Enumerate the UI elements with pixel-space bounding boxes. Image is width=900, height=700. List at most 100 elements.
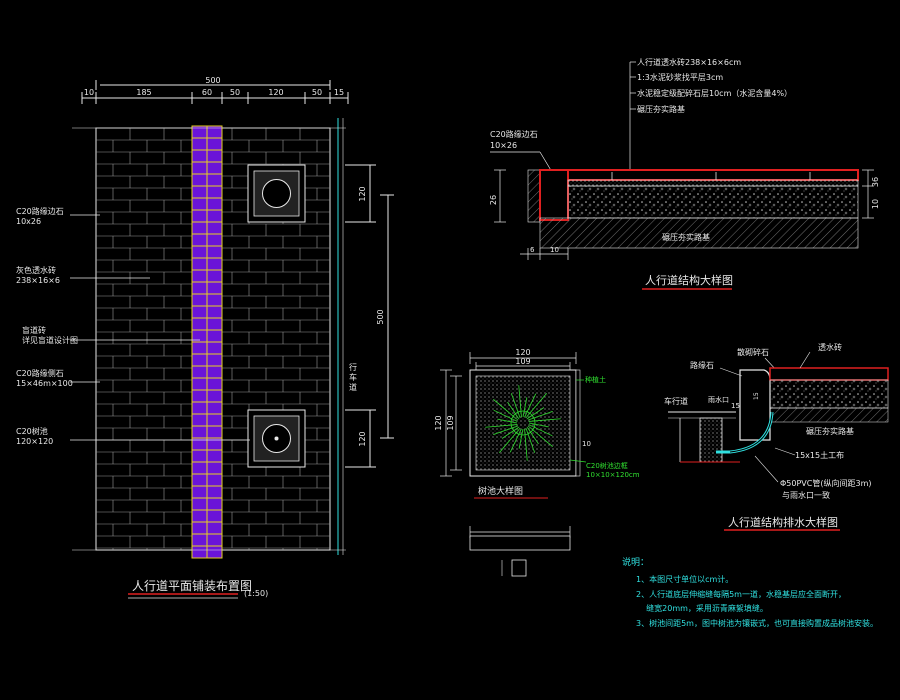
tactile-tile [206, 509, 223, 523]
treepit-dim-right: 10 [582, 440, 591, 448]
grate-ray [485, 424, 518, 428]
tactile-tile [191, 485, 208, 499]
tactile-tile [206, 209, 223, 223]
grate-ray [528, 422, 549, 428]
tactile-tile [206, 341, 223, 355]
treepit-dim-left-inner: 109 [446, 415, 455, 430]
grate-ray [528, 410, 553, 421]
tactile-tile [191, 305, 208, 319]
grate-ray [524, 393, 537, 418]
drain-detail: 车行道 雨水口 15 15 路缘石 散砌碎石 透水砖 碾压夯实路基 15x15土… [664, 342, 889, 531]
tactile-tile [206, 365, 223, 379]
plan-dim-total: 500 [205, 76, 220, 85]
tactile-tile [191, 173, 208, 187]
grate-ray [528, 424, 553, 437]
plan-dim-top: 60 [202, 88, 212, 97]
tactile-tile [206, 521, 223, 535]
lbl-blind-line: 详见盲道设计图 [22, 335, 78, 345]
drain-dim-inlet: 15 [731, 402, 740, 410]
tactile-tile [206, 257, 223, 271]
section-dim-right-top: 36 [871, 177, 880, 187]
tactile-tile [191, 473, 208, 487]
tactile-tile [191, 449, 208, 463]
tactile-tile [206, 149, 223, 163]
tactile-tile [191, 497, 208, 511]
road-label-char: 道 [349, 382, 357, 392]
lbl-pit-line: C20树池 [16, 426, 48, 436]
tactile-paving-strip [191, 125, 223, 559]
tactile-tile [191, 209, 208, 223]
tp-green-bottom-line: C20树池边框 [586, 461, 628, 470]
drain-label-subgrade: 碾压夯实路基 [806, 426, 854, 436]
tactile-tile [191, 545, 208, 559]
tactile-tile [206, 245, 223, 259]
tactile-tile [191, 257, 208, 271]
notes-item-4: 3、树池间距5m，图中树池为镶嵌式，也可直接购置成品树池安装。 [636, 618, 878, 628]
plan-dim-right-1: 120 [358, 186, 367, 201]
tactile-tile [206, 389, 223, 403]
tactile-tile [191, 401, 208, 415]
grate-ray [527, 425, 553, 448]
tactile-tile [191, 245, 208, 259]
tactile-tile [191, 461, 208, 475]
tactile-tile [206, 305, 223, 319]
tactile-tile [191, 353, 208, 367]
plan-dim-top: 120 [268, 88, 283, 97]
tactile-tile [206, 413, 223, 427]
drain-label-pipe2: 与雨水口一致 [782, 490, 830, 500]
tactile-tile [206, 197, 223, 211]
tactile-tile [191, 293, 208, 307]
tactile-tile [206, 545, 223, 559]
tactile-tile [206, 473, 223, 487]
section-layer-4: 碾压夯实路基 [637, 104, 685, 114]
tp-green-bottom-line: 10×10×120cm [586, 471, 640, 479]
grate-ray [498, 427, 521, 453]
grate-ray [501, 426, 519, 439]
grate-ray [525, 393, 548, 419]
plan-dim-top: 15 [334, 88, 344, 97]
section-dim-bottom-b: 10 [550, 246, 559, 254]
tactile-tile [191, 413, 208, 427]
grate-ray [527, 407, 545, 420]
lbl-blind-line: 盲道砖 [22, 325, 46, 335]
lbl-kerb-line: C20路缘侧石 [16, 368, 64, 378]
tree-pit-top [247, 164, 306, 223]
plan-dim-right-3: 120 [358, 431, 367, 446]
treepit-dim-top-outer: 120 [515, 348, 530, 357]
grate-ray [493, 425, 518, 436]
drain-label-road: 车行道 [664, 396, 688, 406]
tactile-tile [191, 521, 208, 535]
treepit-dim-left-outer: 120 [434, 415, 443, 430]
treepit-dim-top-inner: 109 [515, 357, 530, 366]
drain-title: 人行道结构排水大样图 [728, 515, 838, 529]
tactile-tile [191, 365, 208, 379]
tactile-tile [206, 461, 223, 475]
grate-ray [509, 428, 522, 453]
tactile-tile [206, 185, 223, 199]
tactile-tile [206, 293, 223, 307]
section-layer-2: 1:3水泥砂浆找平层3cm [637, 72, 723, 82]
grate-ray [493, 398, 519, 421]
tactile-tile [206, 173, 223, 187]
tactile-tile [206, 329, 223, 343]
tactile-tile [206, 401, 223, 415]
tactile-tile [206, 269, 223, 283]
tactile-tile [191, 269, 208, 283]
treepit-label-top: 种植土 [585, 375, 606, 384]
grate-ray [522, 397, 528, 418]
plan-scale: (1:50) [244, 589, 268, 598]
section-dim-bottom-a: 6 [530, 246, 535, 254]
lbl-brick-line: 灰色透水砖 [16, 265, 56, 275]
tactile-tile [191, 377, 208, 391]
grate-ray [524, 428, 528, 461]
drain-label-pipe: Φ50PVC管(纵向间距3m) [780, 478, 871, 488]
tactile-tile [191, 281, 208, 295]
grate-ray [518, 428, 524, 449]
tactile-tile [206, 137, 223, 151]
